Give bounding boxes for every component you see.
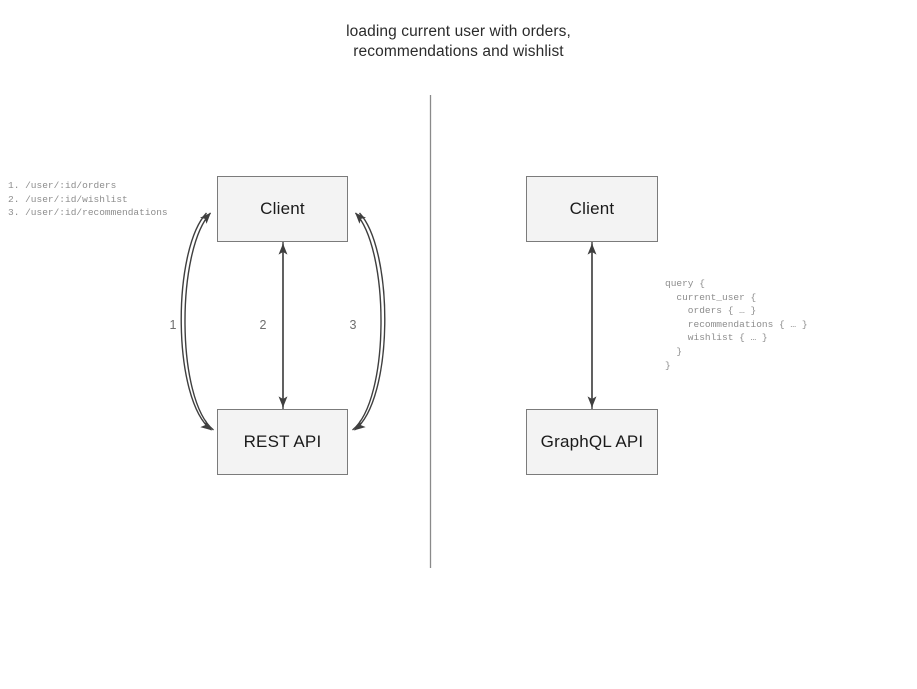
node-rest-api[interactable]: REST API: [217, 409, 348, 475]
rest-endpoint-list: 1. /user/:id/orders 2. /user/:id/wishlis…: [8, 180, 168, 219]
edge-label-1: 1: [169, 318, 177, 332]
edge-label-3: 3: [349, 318, 357, 332]
edge-1-curve-return: [180, 212, 212, 431]
graphql-query-code: query { current_user { orders { … } reco…: [665, 278, 808, 371]
page-title: loading current user with orders, recomm…: [346, 23, 571, 60]
edge-label-2: 2: [259, 318, 267, 332]
node-client-rest[interactable]: Client: [217, 176, 348, 242]
node-client-graphql[interactable]: Client: [526, 176, 658, 242]
node-graphql-api[interactable]: GraphQL API: [526, 409, 658, 475]
edge-1-curve: [184, 212, 214, 431]
